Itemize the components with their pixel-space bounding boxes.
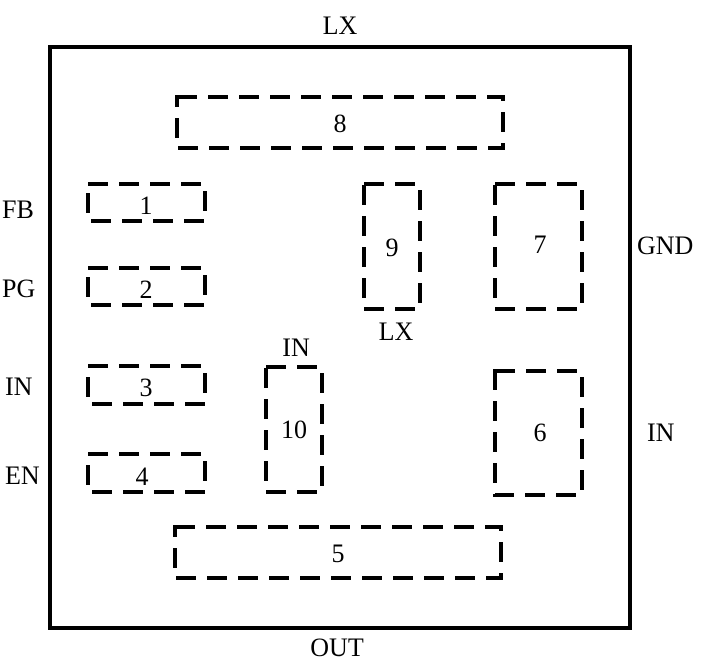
pin-label-bottom-out: OUT [310,633,364,662]
pin-label-en: EN [5,461,40,490]
pad-5 [173,525,503,580]
pad-7 [493,182,584,311]
pad-number-8: 8 [334,109,347,138]
pad-6 [493,369,584,497]
pad-number-7: 7 [534,230,547,259]
pad-number-1: 1 [140,191,153,220]
pin-label-right-in: IN [647,418,675,447]
pad-number-9: 9 [386,233,399,262]
pin-label-top-lx: LX [323,11,358,40]
pad-number-6: 6 [534,418,547,447]
pad-number-4: 4 [136,462,149,491]
package-body [48,45,632,630]
pad-number-3: 3 [140,373,153,402]
pad-8 [175,95,505,150]
pad-2 [86,266,207,307]
pin-label-inner-lx: LX [379,317,414,346]
pin-label-left-in: IN [5,372,33,401]
pin-label-pg: PG [2,274,35,303]
pad-number-10: 10 [281,415,307,444]
pin-label-inner-in: IN [282,333,310,362]
pad-3 [86,364,207,406]
pad-number-5: 5 [332,539,345,568]
pin-label-fb: FB [2,195,34,224]
pad-4 [86,452,207,494]
pin-label-gnd: GND [637,231,693,260]
pad-1 [86,182,207,223]
pad-number-2: 2 [140,275,153,304]
